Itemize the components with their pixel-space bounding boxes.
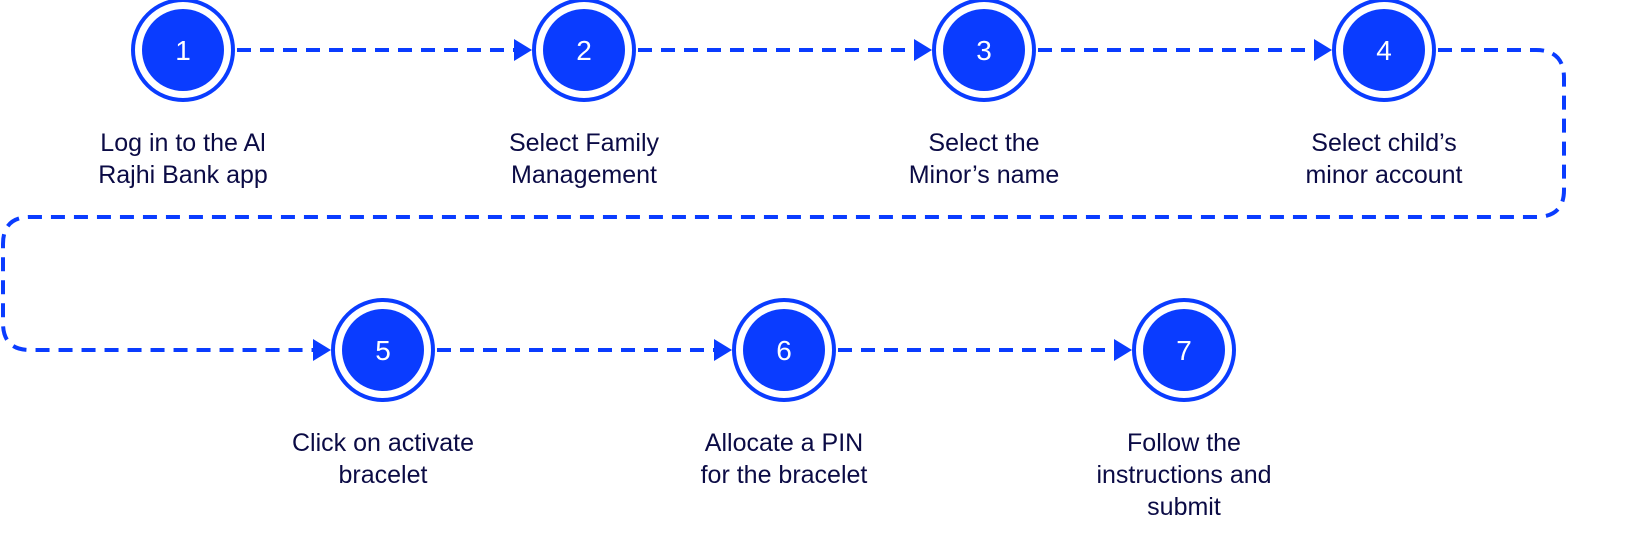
step-disc bbox=[743, 309, 825, 391]
step-1-node: 1 bbox=[131, 0, 235, 102]
step-4-node: 4 bbox=[1332, 0, 1436, 102]
step-disc bbox=[142, 9, 224, 91]
step-number: 2 bbox=[576, 35, 592, 66]
step-disc bbox=[943, 9, 1025, 91]
step-number: 1 bbox=[175, 35, 191, 66]
step-disc bbox=[1343, 9, 1425, 91]
step-5-node: 5 bbox=[331, 298, 435, 402]
connector-4-5 bbox=[1, 48, 1566, 352]
arrow-to-step-2 bbox=[514, 39, 532, 61]
arrow-to-step-5 bbox=[313, 339, 331, 361]
step-1-label: Log in to the Al Rajhi Bank app bbox=[98, 129, 268, 189]
step-3-node: 3 bbox=[932, 0, 1036, 102]
step-number: 3 bbox=[976, 35, 992, 66]
step-4-label: Select child’s minor account bbox=[1305, 129, 1463, 189]
step-2-label: Select Family Management bbox=[508, 129, 660, 189]
step-number: 6 bbox=[776, 335, 792, 366]
step-disc bbox=[1143, 309, 1225, 391]
step-disc bbox=[342, 309, 424, 391]
step-5-label: Click on activate bracelet bbox=[291, 429, 475, 489]
step-6-node: 6 bbox=[732, 298, 836, 402]
step-number: 4 bbox=[1376, 35, 1392, 66]
arrow-to-step-3 bbox=[914, 39, 932, 61]
step-3-label: Select the Minor’s name bbox=[908, 129, 1060, 189]
step-7-node: 7 bbox=[1132, 298, 1236, 402]
arrow-to-step-7 bbox=[1114, 339, 1132, 361]
step-number: 5 bbox=[375, 335, 391, 366]
step-7-label: Follow the instructions and submit bbox=[1096, 429, 1272, 521]
arrow-to-step-4 bbox=[1314, 39, 1332, 61]
step-2-node: 2 bbox=[532, 0, 636, 102]
step-6-label: Allocate a PIN for the bracelet bbox=[700, 429, 868, 489]
arrow-to-step-6 bbox=[714, 339, 732, 361]
step-disc bbox=[543, 9, 625, 91]
step-number: 7 bbox=[1176, 335, 1192, 366]
